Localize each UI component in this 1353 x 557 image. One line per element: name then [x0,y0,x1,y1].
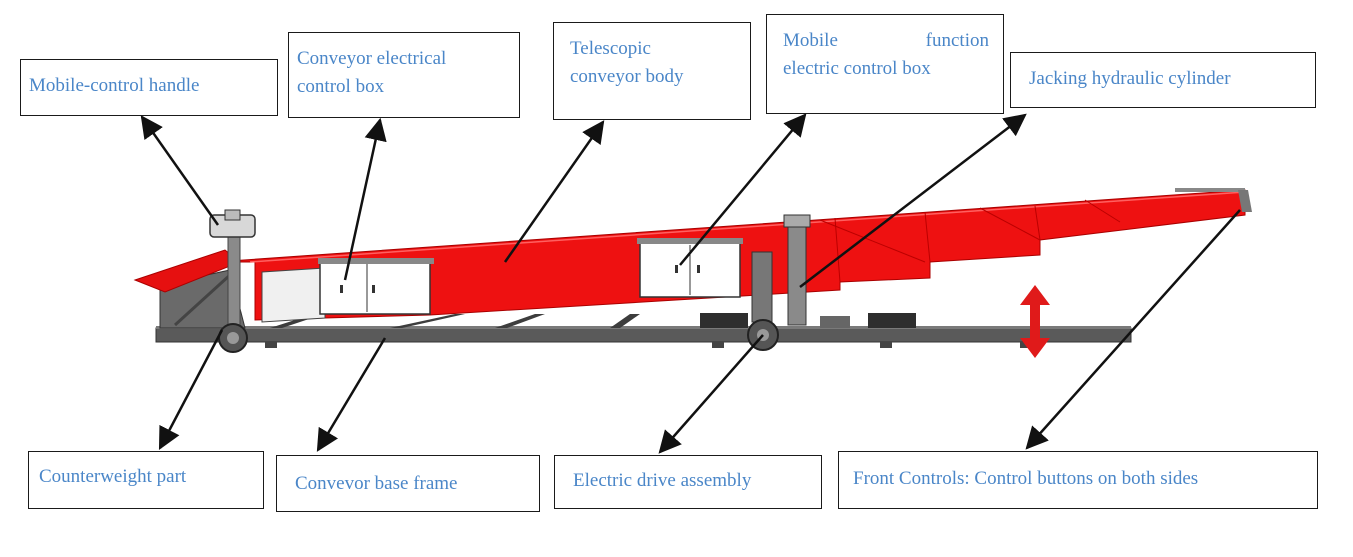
arrow-drive-assembly [658,334,764,454]
lift-direction-icon [1020,285,1050,358]
label-text-line2: electric control box [783,58,931,79]
label-word1: Mobile [783,30,838,51]
arrow-base-frame [316,337,387,452]
arrow-mobile-control-handle [140,115,220,226]
label-jacking-hydraulic-cylinder: Jacking hydraulic cylinder [1010,52,1316,108]
label-telescopic-conveyor-body: Telescopic conveyor body [553,22,751,120]
mobile-control-box-shape [637,238,743,298]
arrow-counterweight [158,329,224,450]
label-text: Convevor base frame [295,473,458,494]
label-counterweight-part: Counterweight part [28,451,264,509]
label-text: Front Controls: Control buttons on both … [853,468,1199,489]
label-text-line2: control box [297,76,385,97]
label-front-controls: Front Controls: Control buttons on both … [838,451,1318,509]
label-text-line1: Conveyor electrical [297,48,447,69]
label-conveyor-electrical-control-box: Conveyor electrical control box [288,32,520,118]
label-text: Jacking hydraulic cylinder [1029,68,1231,89]
label-text-line2: conveyor body [570,66,684,87]
conveyor-control-box-shape [261,258,434,323]
callout-arrows [140,113,1241,454]
label-text-line1: Telescopic [570,38,651,59]
arrow-jacking-cylinder [799,113,1027,288]
label-text-line1: Mobile function [783,27,989,55]
label-word2: function [925,30,989,51]
handle-assembly [209,209,256,353]
arrow-mobile-function-box [679,113,807,266]
label-mobile-function-electric-control-box: Mobile function electric control box [766,14,1004,114]
arrow-telescopic-body [503,120,605,263]
label-text: Electric drive assembly [573,470,752,491]
arrow-front-controls [1025,209,1241,450]
label-conveyor-base-frame: Convevor base frame [276,455,540,512]
label-text: Counterweight part [39,466,187,487]
label-text: Mobile-control handle [29,75,200,96]
arrow-conveyor-control-box [343,117,387,281]
label-mobile-control-handle: Mobile-control handle [20,59,278,116]
label-electric-drive-assembly: Electric drive assembly [554,455,822,509]
